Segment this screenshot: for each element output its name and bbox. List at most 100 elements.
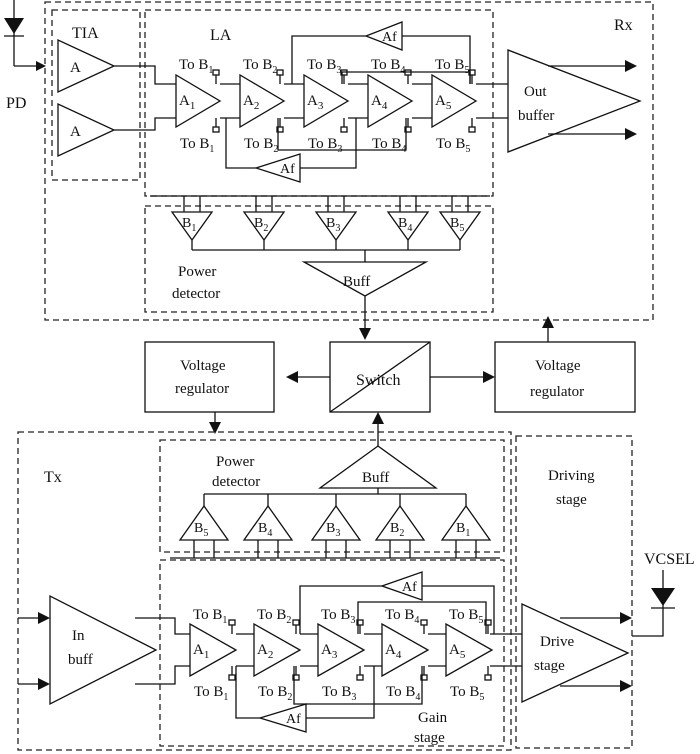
right-regulator-line1: Voltage	[535, 358, 581, 374]
rx-probe-top-1-pad	[212, 69, 220, 76]
rx-pd-buff-label: Buff	[343, 274, 370, 290]
rx-probe-bot-1-pad	[212, 126, 220, 133]
tx-probe-bot-3-pad	[356, 674, 364, 681]
left-voltage-regulator: Voltage regulator	[144, 341, 275, 413]
drive-stage-line2: stage	[534, 658, 565, 674]
out-buffer-line1: Out	[524, 84, 547, 100]
tx-probe-top-4-pad	[420, 619, 428, 626]
rx-stage-4-label: A4	[371, 93, 388, 112]
tx-pd-block-4	[374, 504, 426, 541]
tx-feedback-bot-label: Af	[286, 712, 301, 727]
driving-stage-line1: Driving	[548, 468, 595, 484]
rx-stage-3	[303, 73, 350, 129]
rx-tap-bot-5: To B5	[436, 136, 470, 155]
rx-tap-bot-2: To B2	[244, 136, 278, 155]
tia-amplifier-bottom: A	[57, 102, 116, 158]
tx-tap-top-4: To B4	[385, 607, 419, 626]
rx-stage-4	[367, 73, 414, 129]
rx-stage-2-label: A2	[243, 93, 259, 112]
tx-power-detector-line2: detector	[212, 474, 260, 490]
rx-probe-bot-3-pad	[340, 126, 348, 133]
in-buff-line2: buff	[68, 652, 93, 668]
tx-pd-block-3-label: B3	[326, 521, 340, 539]
rx-feedback-top-label: Af	[382, 30, 397, 45]
gain-stage-line2: stage	[414, 730, 445, 746]
rx-pd-block-4	[386, 211, 430, 242]
tx-feedback-top-label: Af	[402, 580, 417, 595]
rx-stage-5-label: A5	[435, 93, 452, 112]
out-buffer-line2: buffer	[518, 108, 554, 124]
tx-power-detector-line1: Power	[216, 454, 254, 470]
rx-pd-block-4-label: B4	[398, 216, 412, 234]
rx-pd-block-3	[314, 211, 358, 242]
rx-tap-top-2: To B2	[243, 57, 277, 76]
drive-stage-line1: Drive	[540, 634, 574, 650]
rx-tap-bot-3: To B3	[308, 136, 342, 155]
rx-power-detector-region	[144, 205, 494, 313]
tx-pd-block-1	[178, 504, 230, 541]
tx-pd-block-2-label: B4	[258, 521, 272, 539]
rx-pd-buff	[301, 261, 429, 297]
tx-tap-bot-3: To B3	[322, 684, 356, 703]
tx-tap-bot-1: To B1	[194, 684, 228, 703]
switch-label: Switch	[356, 372, 400, 389]
tx-tap-top-1: To B1	[193, 607, 227, 626]
tx-stage-3-label: A3	[321, 642, 338, 661]
tx-pd-block-5-label: B1	[456, 521, 470, 539]
rx-stage-5	[431, 73, 478, 129]
rx-title: Rx	[614, 17, 633, 34]
tx-tap-bot-5: To B5	[450, 684, 484, 703]
tx-tap-top-3: To B3	[321, 607, 355, 626]
tia-amp-bottom-label: A	[70, 124, 81, 140]
tx-pd-buff-label: Buff	[362, 470, 389, 486]
tx-region	[17, 431, 512, 751]
tx-pd-block-3	[310, 504, 362, 541]
tx-inner-loop-top	[357, 601, 487, 634]
tx-fb-bot-wire-l	[235, 666, 260, 719]
tx-stage-1	[189, 622, 238, 678]
tx-stage-5-label: A5	[449, 642, 466, 661]
tx-probe-bot-5-pad	[484, 674, 492, 681]
tia-amp-top-label: A	[70, 60, 81, 76]
tx-feedback-amp-bot	[257, 703, 307, 733]
rx-pd-block-2	[242, 211, 286, 242]
rx-tap-top-5: To B5	[435, 57, 469, 76]
rx-pd-block-5	[438, 211, 482, 242]
rx-stage-3-label: A3	[307, 93, 324, 112]
rx-stage-1	[175, 73, 222, 129]
tx-pd-block-2	[242, 504, 294, 541]
tx-pd-block-1-label: B5	[194, 521, 208, 539]
tx-probe-top-2-pad	[292, 619, 300, 626]
tx-tap-bot-2: To B2	[258, 684, 292, 703]
rx-probe-top-2-pad	[276, 69, 284, 76]
rx-tap-top-3: To B3	[307, 57, 341, 76]
rx-feedback-amp-bot	[253, 153, 301, 183]
left-regulator-line1: Voltage	[180, 358, 226, 374]
vcsel-label: VCSEL	[644, 551, 695, 568]
tx-stage-1-label: A1	[193, 642, 209, 661]
rx-pd-block-5-label: B5	[450, 216, 464, 234]
switch-block: Switch	[329, 341, 431, 413]
tx-stage-5	[445, 622, 494, 678]
la-title: LA	[210, 27, 232, 44]
in-buffer: In buff	[49, 594, 158, 706]
la-region	[144, 9, 494, 197]
rx-feedback-amp-top	[364, 21, 403, 51]
rx-tap-bot-1: To B1	[180, 136, 214, 155]
driving-stage-region	[515, 435, 633, 749]
rx-feedback-bot-label: Af	[280, 162, 295, 177]
rx-tap-bot-4: To B4	[372, 136, 406, 155]
tx-power-detector-region	[159, 439, 505, 553]
tx-probe-top-5-pad	[484, 619, 492, 626]
in-buff-line1: In	[72, 628, 85, 644]
rx-fb-bot-wire-l	[225, 118, 256, 169]
rx-probe-bot-2-pad	[276, 126, 284, 133]
tia-title: TIA	[72, 25, 99, 42]
rx-pd-block-1	[170, 211, 214, 242]
rx-probe-bot-5-pad	[468, 126, 476, 133]
tx-title: Tx	[44, 469, 62, 486]
tia-region	[51, 9, 141, 181]
